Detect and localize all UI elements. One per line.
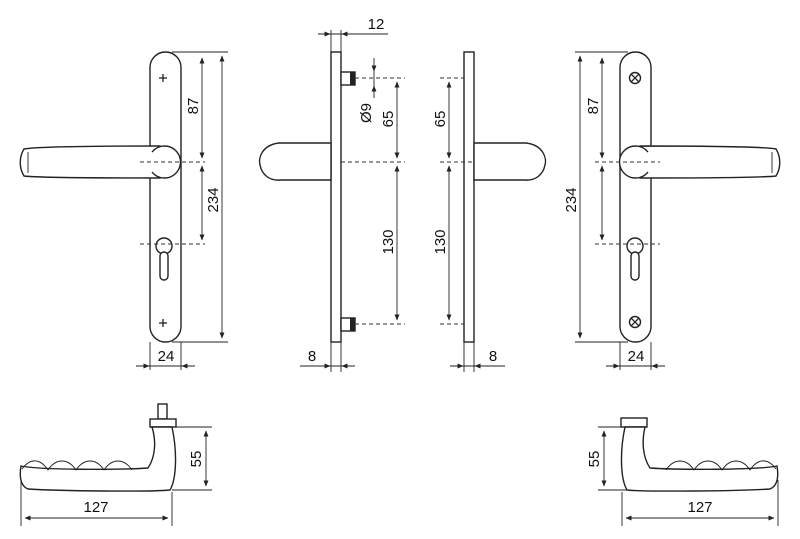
dim-24-front-right: 24 (628, 348, 645, 365)
dim-234-front-left: 234 (205, 187, 222, 212)
screw-plus-icon (159, 74, 167, 327)
backplate-side-left (330, 51, 342, 343)
dim-87-front-right: 87 (585, 98, 602, 115)
cylinder-keyhole-icon (155, 237, 173, 281)
dim-dia9-side-left: Ø9 (358, 103, 375, 123)
dim-8-side-left: 8 (308, 348, 316, 365)
side-view-right: 65 130 8 (432, 51, 547, 372)
lever-side-right (473, 142, 547, 181)
screw-cross-icon (628, 71, 642, 329)
dim-55-lever-right: 55 (586, 451, 603, 468)
front-view-left: 87 234 24 (19, 51, 228, 370)
lever-profile-right (620, 426, 779, 492)
lever-front-right (639, 145, 781, 179)
dim-127-lever-left: 127 (83, 499, 108, 516)
lever-profile-left (19, 426, 177, 492)
lever-top-view-left: 55 127 (19, 403, 212, 526)
lever-side-left (258, 142, 332, 181)
rose-top-right (620, 417, 648, 428)
front-view-right: 87 234 24 (563, 51, 781, 370)
dim-87-front-left: 87 (185, 98, 202, 115)
backplate-front-right (619, 51, 652, 343)
dim-234-front-right: 234 (563, 187, 580, 212)
side-view-left: 12 Ø9 65 130 8 (258, 16, 405, 372)
dim-130-side-right: 130 (432, 229, 449, 254)
dim-8-side-right: 8 (489, 348, 497, 365)
rose-top-left (149, 418, 177, 428)
lever-front-left (19, 145, 161, 179)
spindle-top-left (157, 403, 168, 420)
dim-24-front-left: 24 (158, 348, 175, 365)
dim-55-lever-left: 55 (188, 451, 205, 468)
backplate-front-left (149, 51, 182, 343)
dim-65-side-right: 65 (432, 111, 449, 128)
dim-65-side-left: 65 (380, 111, 397, 128)
cylinder-keyhole-icon (626, 237, 644, 281)
dim-130-side-left: 130 (380, 229, 397, 254)
lever-top-view-right: 55 127 (586, 417, 779, 526)
dim-12-side-left: 12 (368, 16, 385, 33)
backplate-side-right (463, 51, 475, 343)
dim-127-lever-right: 127 (687, 499, 712, 516)
